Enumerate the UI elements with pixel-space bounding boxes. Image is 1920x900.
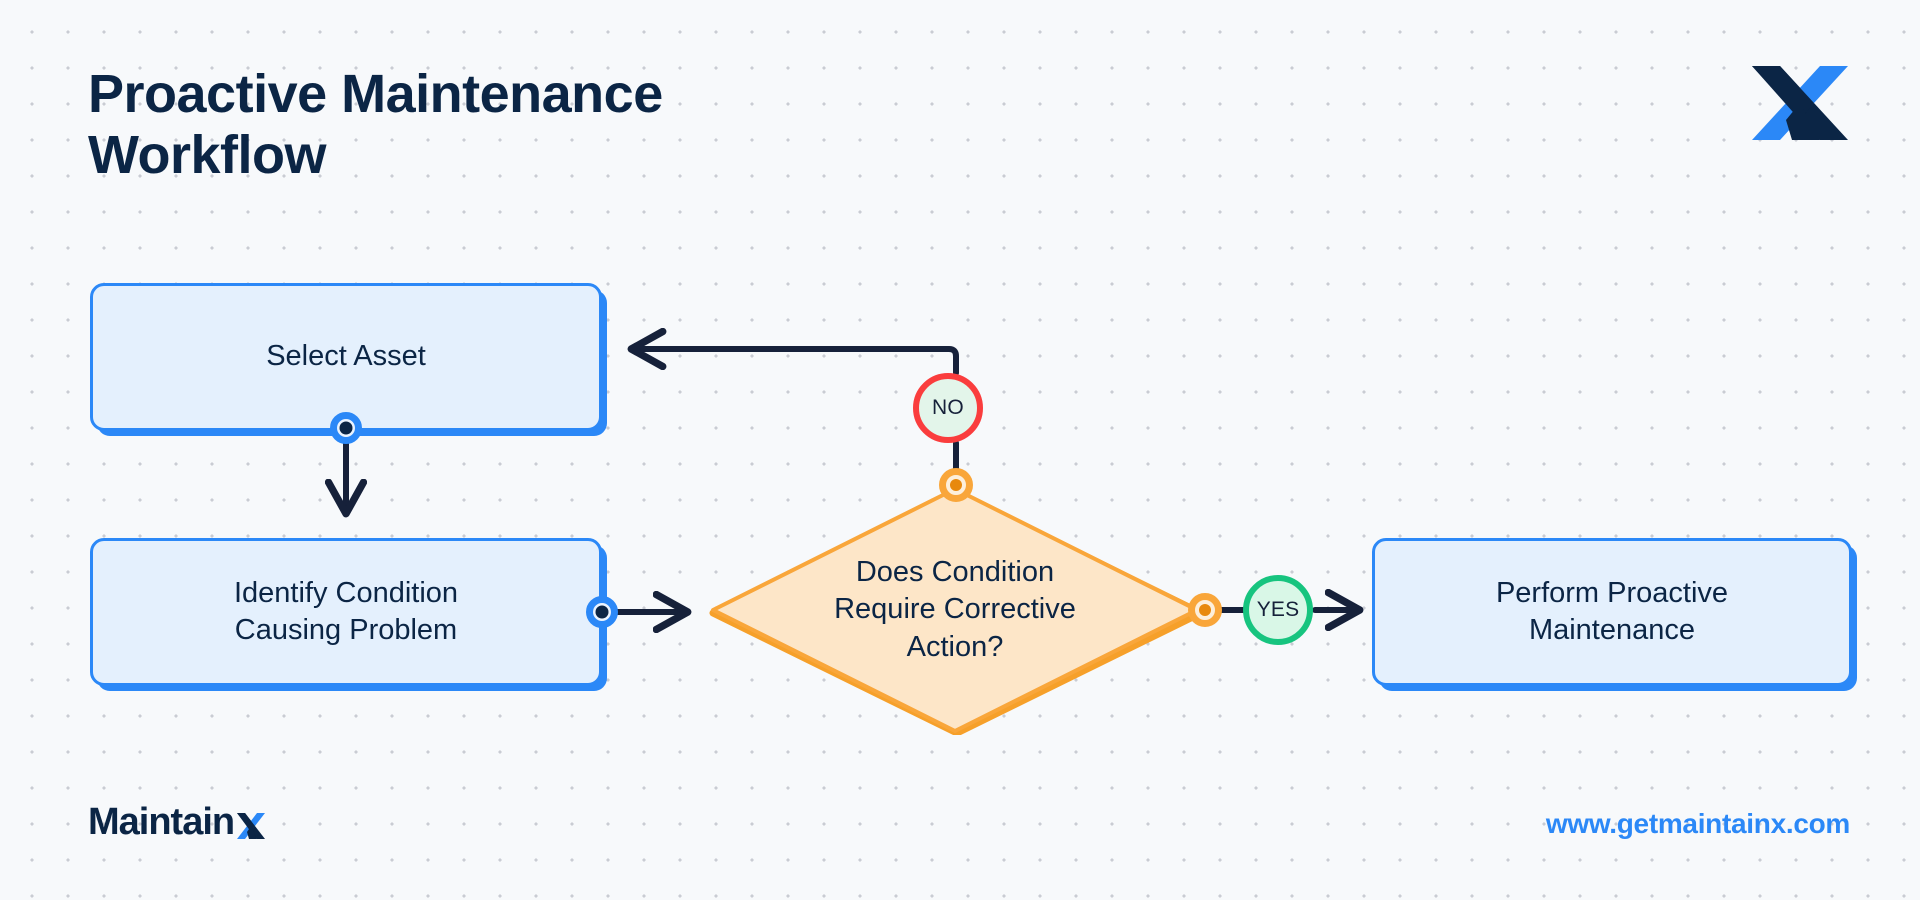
flow-node-decision[interactable]: Does Condition Require Corrective Action…: [705, 485, 1205, 735]
connector-dot-select-asset-output[interactable]: [330, 412, 362, 444]
wordmark-text: Maintain: [88, 801, 235, 843]
flow-node-perform-maintenance[interactable]: Perform Proactive Maintenance: [1372, 538, 1852, 686]
flow-node-label: Perform Proactive Maintenance: [1495, 576, 1729, 646]
wordmark-x-icon: [236, 808, 266, 839]
flow-node-label: Select Asset: [266, 340, 426, 373]
flow-node-identify-condition[interactable]: Identify Condition Causing Problem: [90, 538, 602, 686]
maintainx-wordmark: Maintain: [88, 801, 266, 844]
maintainx-x-logo-icon: [1750, 62, 1850, 144]
connector-dot-decision-yes-output[interactable]: [1188, 593, 1222, 627]
branch-badge-yes[interactable]: YES: [1243, 575, 1313, 645]
site-url[interactable]: www.getmaintainx.com: [1545, 808, 1850, 839]
connector-dot-decision-top[interactable]: [939, 468, 973, 502]
flow-node-label: Identify Condition Causing Problem: [233, 576, 459, 646]
branch-badge-no-label: NO: [932, 396, 964, 419]
edge-no-to-select-asset: [633, 349, 959, 376]
flow-node-select-asset[interactable]: Select Asset: [90, 283, 602, 431]
page-title: Proactive Maintenance Workflow: [88, 64, 663, 186]
connector-dot-identify-output[interactable]: [586, 596, 618, 628]
flow-node-label: Does Condition Require Corrective Action…: [834, 556, 1076, 663]
branch-badge-yes-label: YES: [1256, 598, 1300, 621]
branch-badge-no[interactable]: NO: [913, 373, 983, 443]
